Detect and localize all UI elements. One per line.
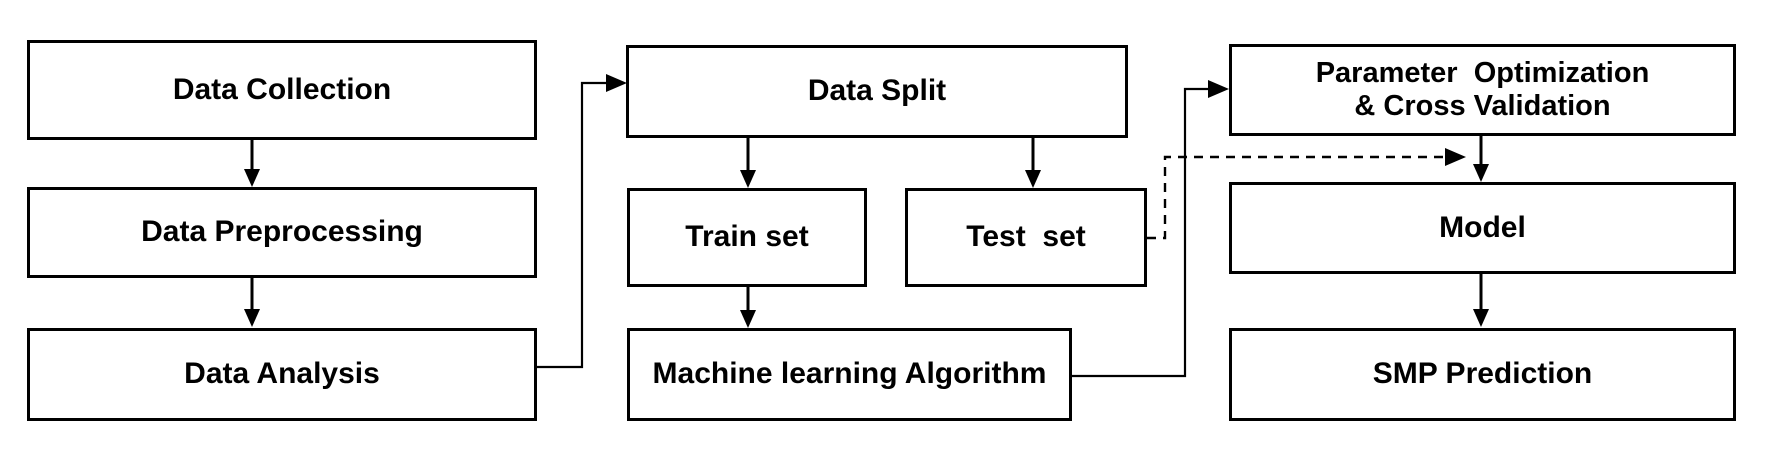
- node-model[interactable]: Model: [1229, 182, 1736, 274]
- node-data-analysis-label: Data Analysis: [184, 357, 380, 391]
- edge-data-split-to-train-set: [740, 138, 756, 188]
- node-train-set[interactable]: Train set: [627, 188, 867, 287]
- node-data-collection-label: Data Collection: [172, 72, 392, 106]
- edge-data-analysis-to-data-split: [537, 74, 627, 369]
- node-train-set-label: Train set: [685, 220, 809, 254]
- node-data-collection[interactable]: Data Collection: [27, 40, 537, 140]
- node-ml-algorithm[interactable]: Machine learning Algorithm: [627, 328, 1072, 421]
- node-test-set[interactable]: Test set: [905, 188, 1147, 287]
- node-parameter-optimization-line2: & Cross Validation: [1354, 90, 1611, 122]
- node-data-split[interactable]: Data Split: [626, 45, 1128, 138]
- edge-data-collection-to-data-preprocessing: [244, 140, 260, 187]
- edge-model-to-smp-prediction: [1473, 274, 1489, 327]
- node-smp-prediction[interactable]: SMP Prediction: [1229, 328, 1736, 421]
- node-data-analysis[interactable]: Data Analysis: [27, 328, 537, 421]
- node-ml-algorithm-label: Machine learning Algorithm: [652, 357, 1047, 391]
- edge-parameter-optimization-to-model: [1473, 136, 1489, 182]
- node-test-set-label: Test set: [966, 220, 1086, 254]
- node-data-preprocessing-label: Data Preprocessing: [141, 215, 423, 249]
- node-data-split-label: Data Split: [807, 74, 947, 108]
- edge-data-preprocessing-to-data-analysis: [244, 278, 260, 327]
- node-parameter-optimization[interactable]: Parameter Optimization & Cross Validatio…: [1229, 44, 1736, 136]
- edge-train-set-to-ml-algorithm: [740, 287, 756, 328]
- node-smp-prediction-label: SMP Prediction: [1372, 357, 1593, 391]
- node-data-preprocessing[interactable]: Data Preprocessing: [27, 187, 537, 278]
- edge-data-split-to-test-set: [1025, 138, 1041, 188]
- node-model-label: Model: [1439, 210, 1526, 244]
- node-parameter-optimization-line1: Parameter Optimization: [1315, 56, 1650, 89]
